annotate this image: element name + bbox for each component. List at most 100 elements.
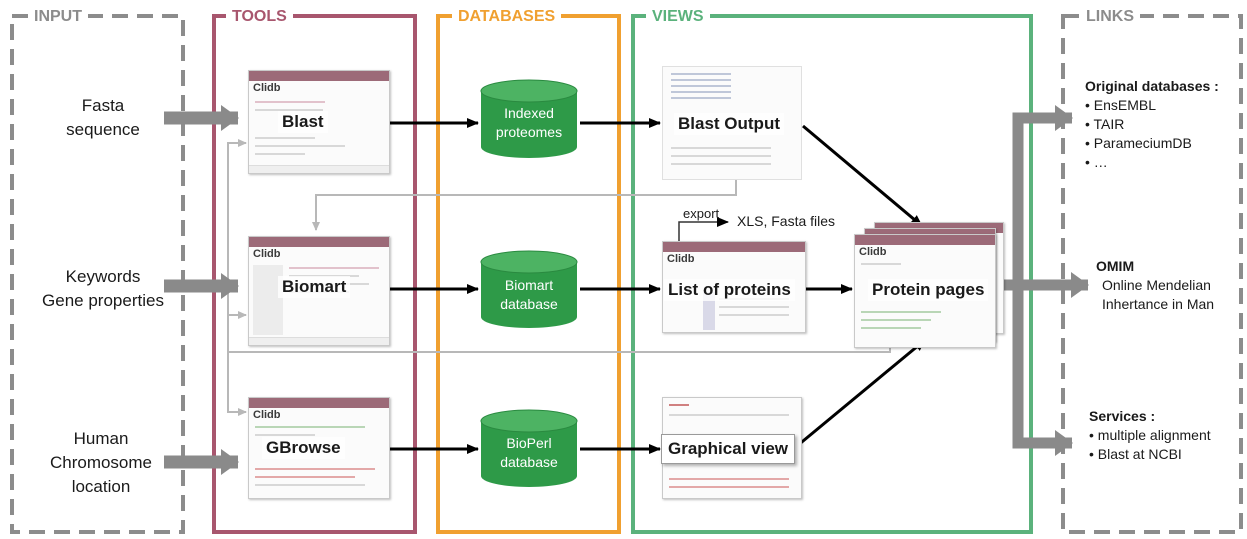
- services-title: Services :: [1089, 408, 1156, 424]
- protein-pages-feedback-line: [227, 340, 891, 416]
- keywords-line-1: Keywords: [65, 267, 141, 286]
- link-multiple-alignment[interactable]: • multiple alignment: [1089, 427, 1211, 443]
- biomart-db-line-2: database: [500, 296, 558, 312]
- views-box: [631, 14, 1033, 534]
- bioperl-line-2: database: [500, 454, 558, 470]
- graphical-view-to-protein-pages-arrow: [796, 338, 926, 448]
- screenshot-text-line: [861, 311, 941, 313]
- input-arrows: [164, 105, 239, 475]
- original-db-link-arrow: [1002, 105, 1073, 291]
- fasta-line-2: sequence: [66, 120, 140, 139]
- screenshot-text-line: [255, 137, 315, 139]
- clidb-logo: Clidb: [253, 409, 281, 421]
- clidb-logo: Clidb: [253, 82, 281, 94]
- input-section-title: INPUT: [28, 7, 88, 27]
- clidb-logo: Clidb: [253, 248, 281, 260]
- screenshot-text-line: [255, 484, 365, 486]
- link-ensembl[interactable]: • EnsEMBL: [1085, 97, 1157, 113]
- biomart-db-line-1: Biomart: [504, 277, 554, 293]
- omim-line-2: Inhertance in Man: [1102, 296, 1215, 312]
- bioperl-database-label: BioPerl database: [479, 434, 579, 472]
- blast-tool-label: Blast: [278, 111, 328, 133]
- screenshot-text-line: [861, 327, 921, 329]
- xls-fasta-files-label: XLS, Fasta files: [737, 213, 836, 229]
- export-arrow: [678, 217, 729, 241]
- screenshot-text-line: [669, 486, 789, 488]
- screenshot-text-line: [671, 79, 731, 81]
- databases-section-title: DATABASES: [452, 7, 562, 27]
- screenshot-text-line: [669, 404, 689, 406]
- clidb-logo: Clidb: [859, 246, 887, 258]
- screenshot-text-line: [671, 91, 731, 93]
- chromosome-line-3: location: [71, 477, 131, 496]
- link-blast-ncbi[interactable]: • Blast at NCBI: [1089, 446, 1182, 462]
- blast-output-feedback-line: [312, 176, 737, 231]
- screenshot-text-line: [255, 109, 295, 111]
- protein-pages-label: Protein pages: [868, 279, 989, 301]
- screenshot-text-line: [255, 468, 375, 470]
- db-bioperl-database: [480, 409, 578, 487]
- omim-line-1: Online Mendelian: [1102, 277, 1211, 293]
- screenshot-text-line: [671, 147, 771, 149]
- screenshot-text-line: [255, 145, 345, 147]
- blast-output-to-protein-pages-arrow: [802, 124, 923, 228]
- screenshot-text-line: [289, 267, 379, 269]
- gbrowse-tool-label: GBrowse: [262, 437, 345, 459]
- screenshot-text-line: [671, 97, 731, 99]
- screenshot-side-panel: [703, 292, 715, 330]
- services-links: Services : • multiple alignment • Blast …: [1089, 407, 1211, 464]
- screenshot-footer: [249, 337, 389, 345]
- link-tair[interactable]: • TAIR: [1085, 116, 1125, 132]
- fasta-line-1: Fasta: [81, 96, 125, 115]
- biomart-database-label: Biomart database: [479, 276, 579, 314]
- omim-links: OMIM Online Mendelian Inhertance in Man: [1096, 257, 1214, 314]
- bioperl-line-1: BioPerl: [506, 435, 552, 451]
- screenshot-text-line: [671, 163, 771, 165]
- screenshot-text-line: [293, 109, 323, 111]
- indexed-proteomes-label: Indexed proteomes: [479, 104, 579, 142]
- biomart-tool-screenshot: Clidb: [248, 236, 390, 346]
- screenshot-header-bar: [663, 242, 805, 252]
- tools-section-title: TOOLS: [226, 7, 293, 27]
- keywords-input-label: Keywords Gene properties: [18, 265, 188, 313]
- indexed-line-2: proteomes: [495, 124, 563, 140]
- screenshot-text-line: [669, 414, 789, 416]
- link-arrows: [1002, 105, 1089, 456]
- list-of-proteins-label: List of proteins: [664, 279, 795, 301]
- chromosome-line-2: Chromosome: [49, 453, 153, 472]
- biomart-tool-label: Biomart: [278, 276, 351, 298]
- screenshot-text-line: [671, 155, 771, 157]
- original-databases-title: Original databases :: [1085, 78, 1219, 94]
- links-box: [1061, 14, 1243, 534]
- screenshot-text-line: [255, 434, 315, 436]
- screenshot-header-bar: [249, 237, 389, 247]
- services-link-arrow: [1012, 285, 1073, 456]
- tools-box: [212, 14, 417, 534]
- screenshot-text-line: [861, 319, 931, 321]
- chromosome-line-1: Human: [73, 429, 129, 448]
- screenshot-header-bar: [249, 71, 389, 81]
- links-section-title: LINKS: [1080, 7, 1140, 27]
- original-databases-links: Original databases : • EnsEMBL • TAIR • …: [1085, 77, 1219, 172]
- indexed-line-1: Indexed: [504, 105, 554, 121]
- screenshot-text-line: [255, 426, 365, 428]
- omim-title[interactable]: OMIM: [1096, 258, 1135, 274]
- screenshot-text-line: [669, 478, 789, 480]
- clidb-logo: Clidb: [667, 253, 695, 265]
- link-parameciumdb[interactable]: • ParameciumDB: [1085, 135, 1192, 151]
- link-more: • …: [1085, 154, 1108, 170]
- screenshot-text-line: [671, 73, 731, 75]
- input-box: [10, 14, 185, 534]
- export-label: export: [683, 206, 720, 221]
- screenshot-text-line: [861, 263, 901, 265]
- flow-arrows: [389, 118, 926, 454]
- screenshot-text-line: [255, 476, 355, 478]
- keywords-line-2: Gene properties: [42, 291, 164, 310]
- screenshot-text-line: [671, 85, 731, 87]
- screenshot-text-line: [255, 153, 305, 155]
- db-biomart-database: [480, 250, 578, 328]
- chromosome-input-label: Human Chromosome location: [26, 427, 176, 499]
- screenshot-text-line: [255, 101, 325, 103]
